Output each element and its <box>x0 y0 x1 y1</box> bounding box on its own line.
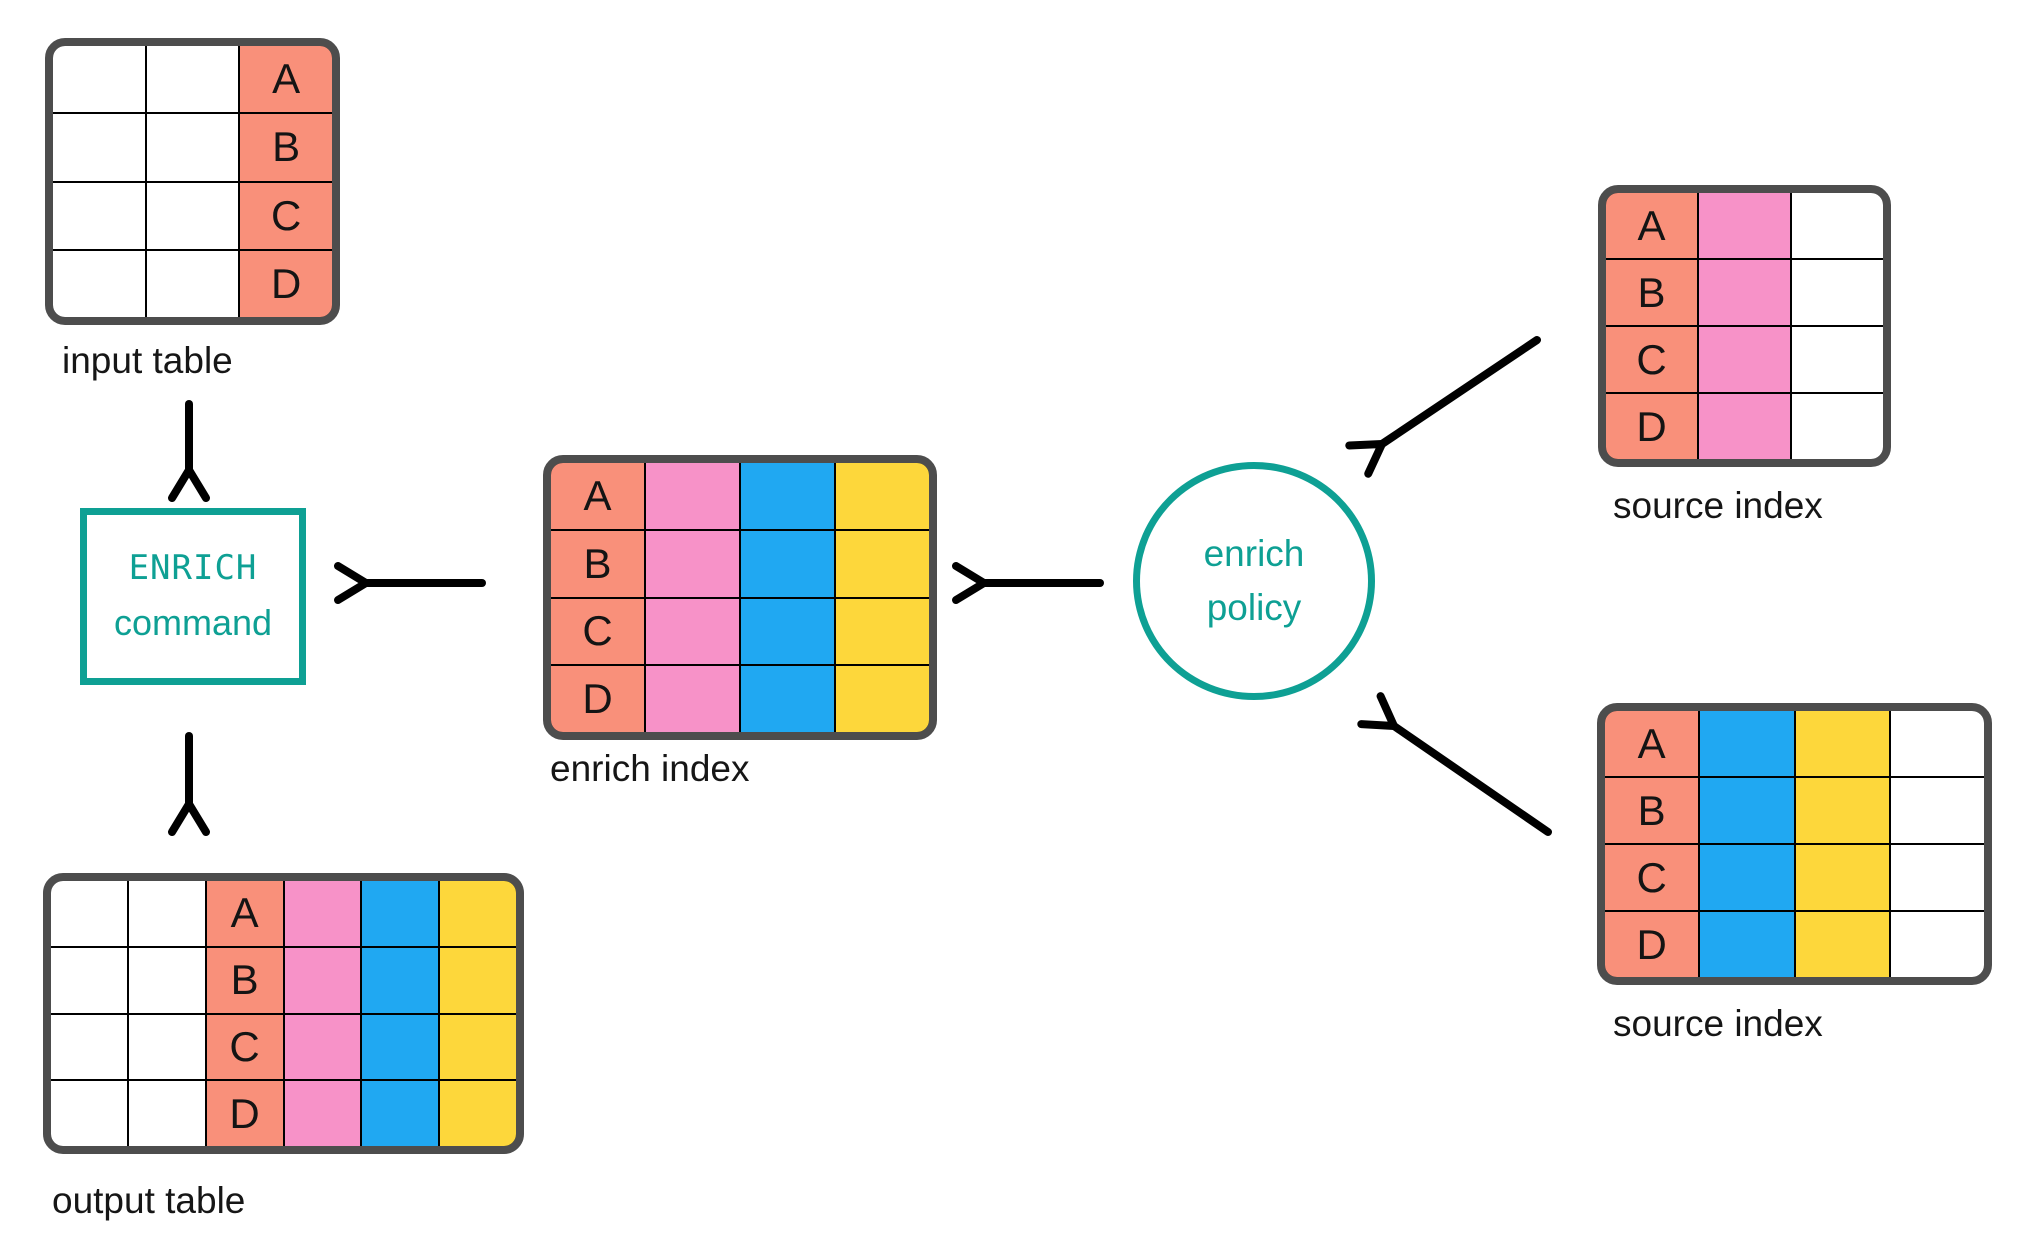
enrich-policy-label-line2: policy <box>1206 587 1302 628</box>
table-cell <box>362 881 439 946</box>
table-cell <box>53 46 145 113</box>
table-cell <box>440 947 516 1013</box>
input-table-label: input table <box>62 340 233 381</box>
table-cell <box>362 1014 439 1080</box>
table-cell <box>741 598 834 665</box>
table-cell <box>128 1081 205 1146</box>
table-cell <box>1699 327 1790 392</box>
enrich-policy-label-line1: enrich <box>1203 533 1305 575</box>
table-cell <box>1890 711 1984 776</box>
table-cell <box>53 250 145 317</box>
table-cell <box>836 598 929 665</box>
table-cell <box>284 947 361 1013</box>
table-cell <box>1792 394 1883 459</box>
table-cell <box>741 463 834 529</box>
key-cell: A <box>1606 193 1697 258</box>
table-cell <box>1795 711 1889 776</box>
table-cell <box>741 666 834 732</box>
table-cell <box>128 881 205 946</box>
key-cell: A <box>1605 711 1699 776</box>
table-cell <box>836 666 929 732</box>
source-index-top-label: source index <box>1613 485 1823 526</box>
key-cell: B <box>1606 260 1697 325</box>
arrow-source-index-top-to-enrich-policy <box>1345 336 1541 478</box>
enrich-command-subtitle: command <box>113 601 273 643</box>
table-cell <box>53 182 145 249</box>
table-cell <box>51 947 127 1013</box>
table-cell <box>1795 912 1889 977</box>
enrich-command-box: ENRICH command <box>80 508 306 685</box>
table-cell <box>146 250 239 317</box>
key-cell: D <box>206 1081 283 1146</box>
key-cell: C <box>1606 327 1697 392</box>
key-cell: B <box>206 947 283 1013</box>
table-cell <box>51 881 127 946</box>
key-cell: D <box>240 250 332 317</box>
table-cell <box>646 463 739 529</box>
table-cell <box>440 1014 516 1080</box>
table-cell <box>836 530 929 597</box>
enrich-index-label: enrich index <box>550 748 750 789</box>
table-cell <box>128 947 205 1013</box>
table-cell <box>1700 912 1794 977</box>
key-cell: A <box>206 881 283 946</box>
table-cell <box>836 463 929 529</box>
output-table-label: output table <box>52 1180 246 1221</box>
table-cell <box>53 114 145 181</box>
table-cell <box>128 1014 205 1080</box>
key-cell: B <box>551 530 644 597</box>
table-cell <box>1700 845 1794 910</box>
table-cell <box>1699 394 1790 459</box>
table-cell <box>284 1014 361 1080</box>
table-cell <box>284 1081 361 1146</box>
table-cell <box>440 1081 516 1146</box>
table-cell <box>146 182 239 249</box>
source-index-bottom-label: source index <box>1613 1003 1823 1044</box>
key-cell: A <box>551 463 644 529</box>
table-cell <box>1699 193 1790 258</box>
table-cell <box>741 530 834 597</box>
table-cell <box>51 1014 127 1080</box>
key-cell: A <box>240 46 332 113</box>
arrow-source-index-bottom-to-enrich-policy <box>1357 692 1552 836</box>
key-cell: B <box>1605 778 1699 843</box>
table-cell <box>362 947 439 1013</box>
key-cell: D <box>1606 394 1697 459</box>
table-cell <box>1890 912 1984 977</box>
table-cell <box>146 114 239 181</box>
table-cell <box>51 1081 127 1146</box>
table-cell <box>1795 778 1889 843</box>
enrich-policy-circle: enrich policy <box>1133 462 1375 700</box>
table-cell <box>1700 711 1794 776</box>
table-cell <box>646 530 739 597</box>
key-cell: D <box>551 666 644 732</box>
table-cell <box>646 598 739 665</box>
key-cell: C <box>551 598 644 665</box>
key-cell: D <box>1605 912 1699 977</box>
table-cell <box>1792 260 1883 325</box>
table-cell <box>1890 778 1984 843</box>
table-cell <box>284 881 361 946</box>
table-cell <box>1700 778 1794 843</box>
key-cell: B <box>240 114 332 181</box>
table-cell <box>146 46 239 113</box>
table-cell <box>1890 845 1984 910</box>
key-cell: C <box>240 182 332 249</box>
table-cell <box>440 881 516 946</box>
table-cell <box>1699 260 1790 325</box>
enrich-command-title: ENRICH <box>128 548 258 589</box>
table-cell <box>1795 845 1889 910</box>
table-cell <box>1792 193 1883 258</box>
table-cell <box>646 666 739 732</box>
key-cell: C <box>206 1014 283 1080</box>
table-cell <box>1792 327 1883 392</box>
table-cell <box>362 1081 439 1146</box>
key-cell: C <box>1605 845 1699 910</box>
